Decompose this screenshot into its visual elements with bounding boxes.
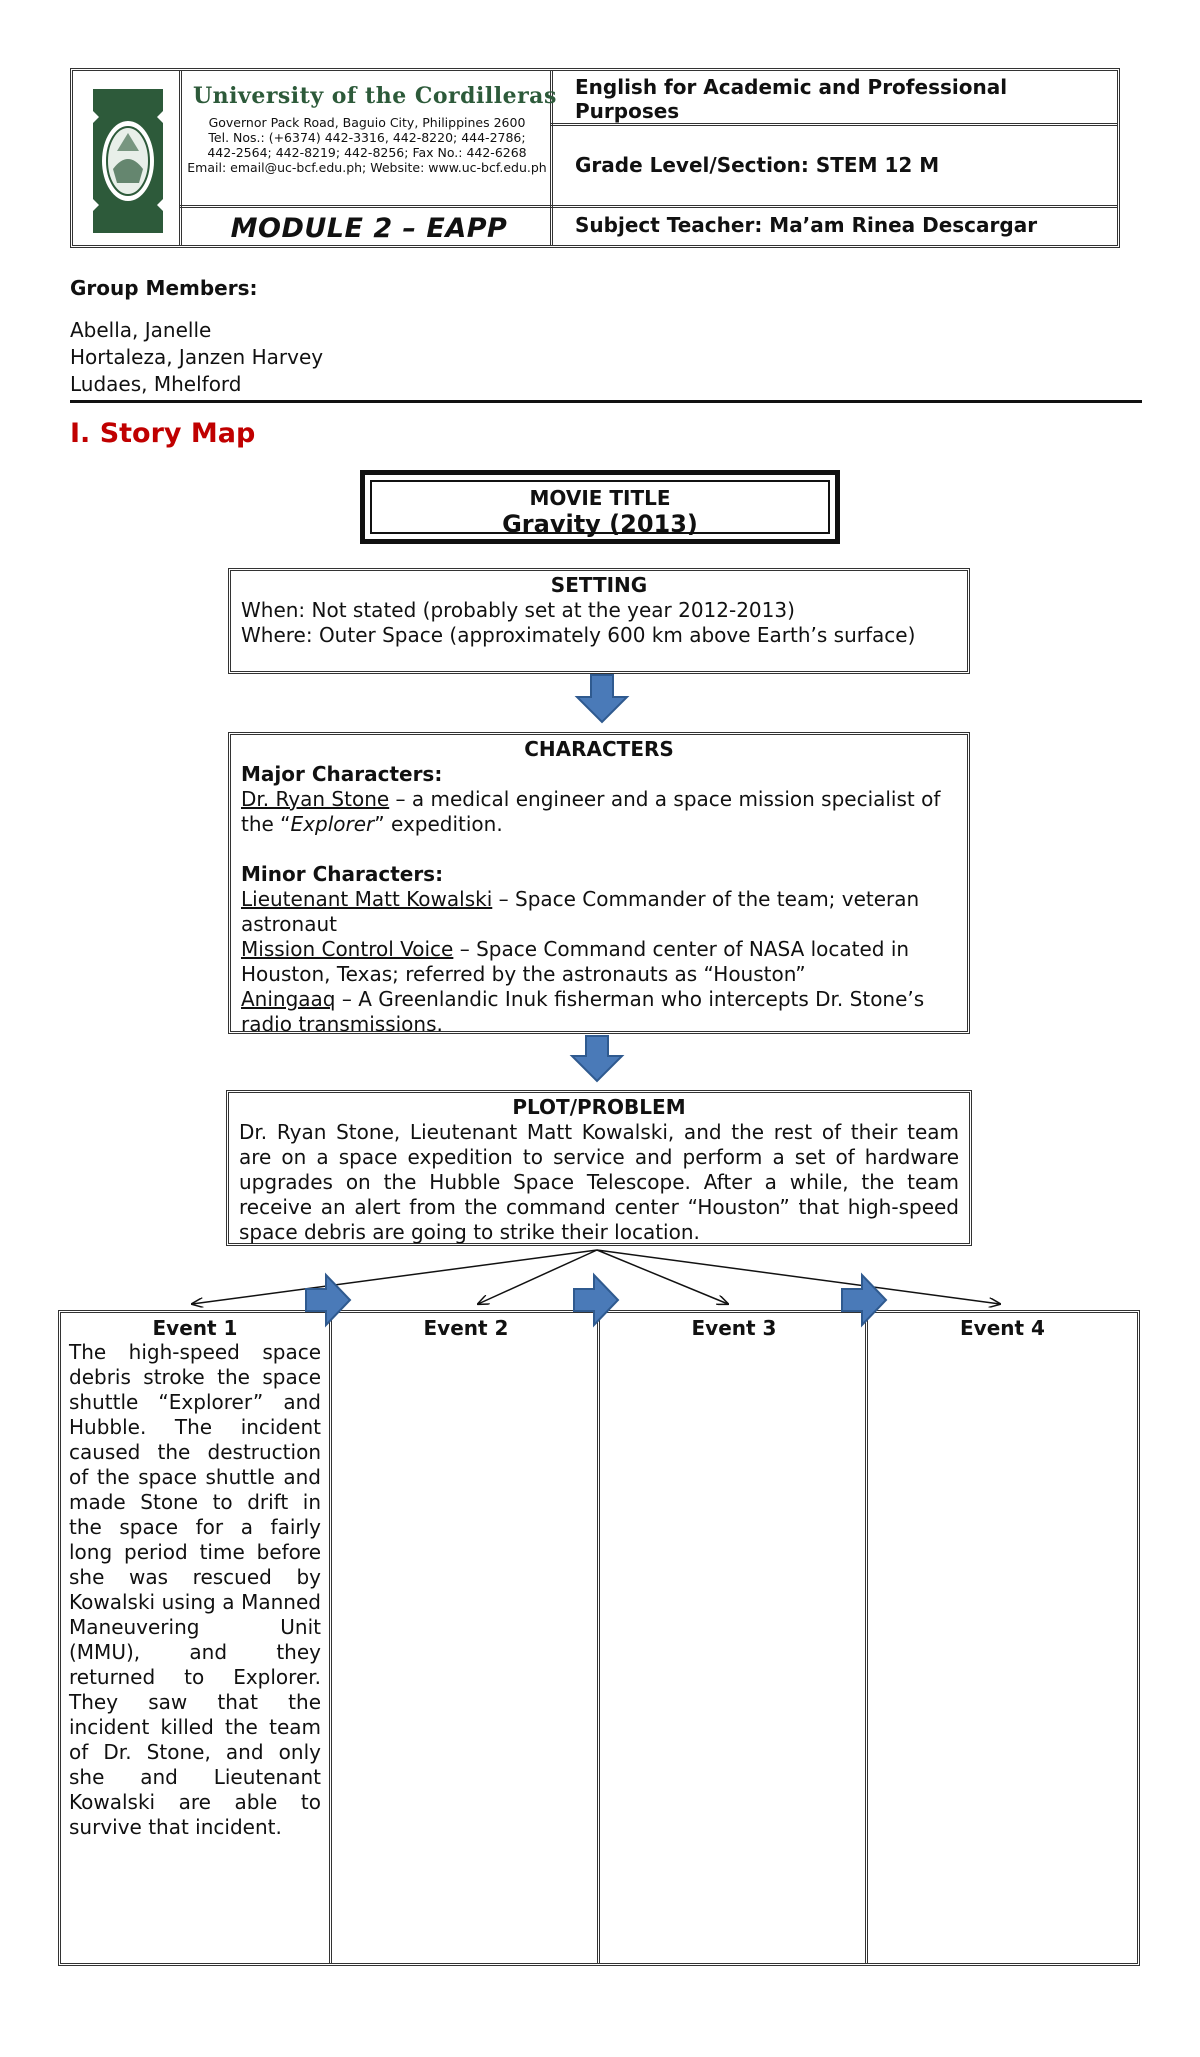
characters-label: CHARACTERS bbox=[524, 737, 674, 761]
group-member: Abella, Janelle bbox=[70, 318, 212, 342]
subject-teacher: Subject Teacher: Ma’am Rinea Descargar bbox=[575, 213, 1038, 237]
character-name: Dr. Ryan Stone bbox=[241, 787, 390, 811]
character-description-emphasis: Explorer bbox=[290, 812, 375, 836]
header-divider bbox=[179, 205, 551, 208]
setting-when: When: Not stated (probably set at the ye… bbox=[241, 598, 795, 622]
university-address: Governor Pack Road, Baguio City, Philipp… bbox=[181, 115, 553, 175]
movie-title-box: MOVIE TITLE Gravity (2013) bbox=[360, 470, 840, 544]
group-member: Hortaleza, Janzen Harvey bbox=[70, 345, 324, 369]
section-title: I. Story Map bbox=[70, 418, 256, 449]
horizontal-rule bbox=[70, 400, 1142, 403]
connector-line bbox=[596, 1249, 1000, 1304]
university-name: University of the Cordilleras bbox=[193, 83, 557, 109]
address-line: Tel. Nos.: (+6374) 442-3316, 442-8220; 4… bbox=[208, 130, 526, 145]
character-description: – Space Command center of NASA located i… bbox=[241, 937, 910, 986]
event-label: Event 3 bbox=[691, 1316, 777, 1340]
grade-section: Grade Level/Section: STEM 12 M bbox=[575, 153, 940, 177]
event-label: Event 4 bbox=[960, 1316, 1045, 1340]
event-column: Event 2 bbox=[329, 1313, 600, 1963]
events-table: Event 1 The high-speed space debris stro… bbox=[58, 1310, 1140, 1966]
event-text: The high-speed space debris stroke the s… bbox=[69, 1340, 321, 1839]
header-divider bbox=[550, 71, 553, 245]
event-column: Event 3 bbox=[597, 1313, 868, 1963]
module-title: MODULE 2 – EAPP bbox=[230, 213, 508, 244]
character-name: Mission Control Voice bbox=[241, 937, 454, 961]
character-description: – Space Commander of the team; veteran a… bbox=[241, 887, 920, 936]
connector-line bbox=[192, 1249, 598, 1304]
plot-box: PLOT/PROBLEM Dr. Ryan Stone, Lieutenant … bbox=[226, 1090, 972, 1246]
minor-character-entry: Aningaaq – A Greenlandic Inuk fisherman … bbox=[241, 987, 957, 1037]
address-line: 442-2564; 442-8219; 442-8256; Fax No.: 4… bbox=[207, 145, 527, 160]
university-seal-logo bbox=[93, 89, 163, 233]
subject-name: English for Academic and Professional Pu… bbox=[575, 75, 1008, 123]
header-divider bbox=[550, 205, 1117, 208]
major-characters-label: Major Characters: bbox=[241, 762, 443, 786]
event-label: Event 1 bbox=[152, 1316, 238, 1340]
character-name: Lieutenant Matt Kowalski bbox=[241, 887, 493, 911]
characters-box: CHARACTERS Major Characters: Dr. Ryan St… bbox=[228, 732, 970, 1037]
address-line: Governor Pack Road, Baguio City, Philipp… bbox=[208, 115, 526, 130]
setting-box: SETTING When: Not stated (probably set a… bbox=[228, 568, 970, 674]
setting-where: Where: Outer Space (approximately 600 km… bbox=[241, 623, 916, 647]
character-description: – A Greenlandic Inuk fisherman who inter… bbox=[241, 987, 925, 1036]
right-arrow-icon bbox=[573, 1272, 620, 1328]
connector-line bbox=[478, 1249, 598, 1304]
header-divider bbox=[550, 123, 1117, 126]
header-divider bbox=[179, 71, 182, 245]
plot-text: Dr. Ryan Stone, Lieutenant Matt Kowalski… bbox=[239, 1120, 959, 1244]
right-arrow-icon bbox=[305, 1272, 352, 1328]
address-line: Email: email@uc-bcf.edu.ph; Website: www… bbox=[187, 160, 547, 175]
plot-label: PLOT/PROBLEM bbox=[512, 1095, 686, 1119]
event-column: Event 4 bbox=[865, 1313, 1137, 1963]
movie-title: Gravity (2013) bbox=[502, 510, 698, 538]
group-members-label: Group Members: bbox=[70, 276, 258, 300]
minor-characters-label: Minor Characters: bbox=[241, 862, 444, 886]
down-arrow-icon bbox=[574, 674, 630, 724]
header-table: University of the Cordilleras Governor P… bbox=[70, 68, 1120, 248]
minor-character-entry: Mission Control Voice – Space Command ce… bbox=[241, 937, 957, 987]
down-arrow-icon bbox=[569, 1035, 625, 1083]
movie-title-label: MOVIE TITLE bbox=[529, 486, 671, 510]
right-arrow-icon bbox=[841, 1272, 888, 1328]
character-description: – a medical engineer and a space mission… bbox=[241, 787, 941, 836]
event-label: Event 2 bbox=[423, 1316, 509, 1340]
event-column: Event 1 The high-speed space debris stro… bbox=[61, 1313, 329, 1963]
character-name: Aningaaq bbox=[241, 987, 336, 1011]
major-character-entry: Dr. Ryan Stone – a medical engineer and … bbox=[241, 787, 957, 837]
minor-character-entry: Lieutenant Matt Kowalski – Space Command… bbox=[241, 887, 957, 937]
character-description: ” expedition. bbox=[374, 812, 503, 836]
group-member: Ludaes, Mhelford bbox=[70, 372, 242, 396]
setting-label: SETTING bbox=[550, 573, 648, 597]
connector-line bbox=[596, 1249, 728, 1304]
